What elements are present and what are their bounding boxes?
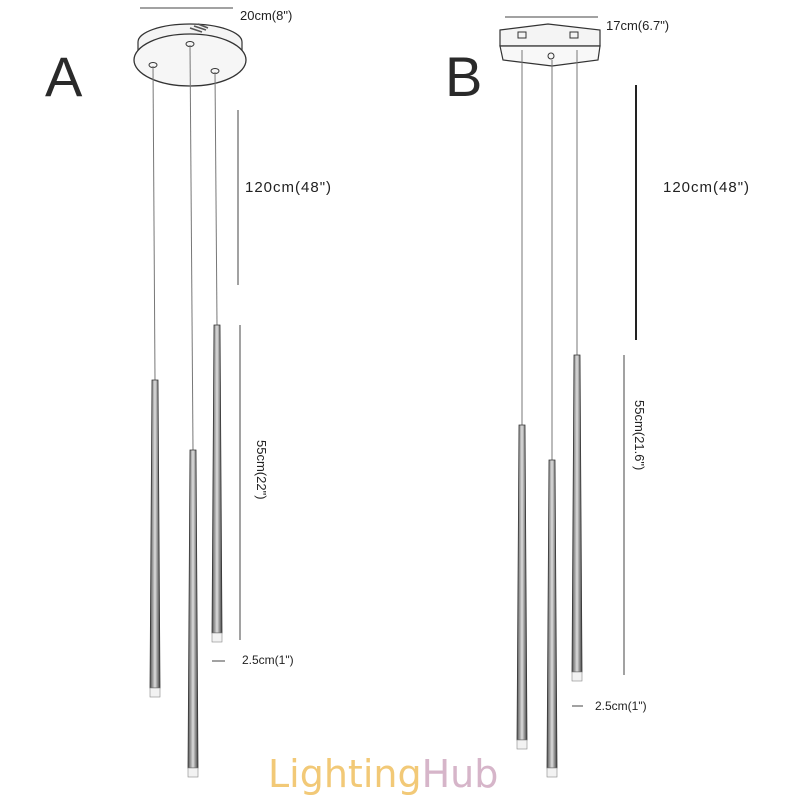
- pendant-cone: [516, 424, 528, 741]
- canopy-width-label: 17cm(6.7"): [606, 18, 669, 33]
- variant-a: A 20cm(8") 120cm(48") 55cm(22") 2.5cm(1"…: [45, 7, 332, 778]
- diameter-label: 2.5cm(1"): [595, 699, 647, 713]
- pendant-cone: [187, 449, 199, 769]
- wire: [152, 65, 156, 381]
- length-label: 55cm(22"): [254, 440, 269, 500]
- length-label: 55cm(21.6"): [632, 400, 647, 470]
- logo-part-lighting: Lighting: [268, 752, 422, 796]
- logo-part-hub: Hub: [421, 752, 499, 796]
- wire: [214, 71, 218, 326]
- drop-label: 120cm(48"): [245, 179, 332, 196]
- wire: [189, 44, 194, 451]
- brand-logo: LightingHub: [268, 752, 498, 796]
- variant-b-letter: B: [445, 45, 482, 108]
- variant-b: B 17cm(6.7") 120cm(48") 55cm(21.6") 2.5c…: [445, 16, 750, 778]
- pendant-cone: [546, 459, 558, 769]
- variant-a-letter: A: [45, 45, 83, 108]
- diameter-label: 2.5cm(1"): [242, 653, 294, 667]
- drop-label: 120cm(48"): [663, 179, 750, 196]
- pendant-cone: [149, 379, 161, 689]
- pendant-cone: [571, 354, 583, 673]
- canopy-square: [499, 23, 601, 67]
- pendant-cone: [211, 324, 223, 634]
- canopy-width-label: 20cm(8"): [240, 8, 292, 23]
